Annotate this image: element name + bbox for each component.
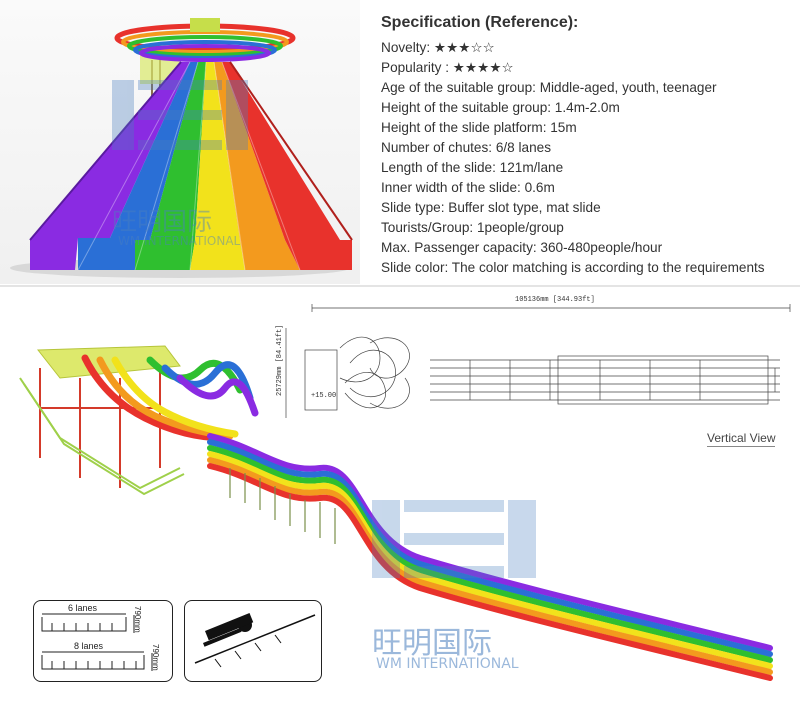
spec-line-popularity: Popularity : ★★★★☆ xyxy=(381,60,514,75)
watermark-brand-en: WM INTERNATIONAL xyxy=(118,234,241,248)
top-slide-render: 旺明国际 WM INTERNATIONAL xyxy=(0,0,360,284)
spec-line-novelty: Novelty: ★★★☆☆ xyxy=(381,40,495,55)
watermark-brand-en-bottom: WM INTERNATIONAL xyxy=(376,656,519,672)
rainbow-slide-side-image xyxy=(19,304,791,681)
bottom-slide-render: 105136mm [344.93ft] 25729mm [84.41ft] +1… xyxy=(0,288,800,704)
platform-level-label: +15.00 xyxy=(311,392,337,400)
spec-line-inner-width: Inner width of the slide: 0.6m xyxy=(381,180,555,195)
vertical-view-label: Vertical View xyxy=(707,431,776,447)
watermark-brand-cn-bottom: 旺明国际 xyxy=(372,626,492,661)
spec-line-length: Length of the slide: 121m/lane xyxy=(381,160,564,175)
spec-line-capacity: Max. Passenger capacity: 360-480people/h… xyxy=(381,240,663,255)
lanes-cross-section xyxy=(41,613,153,671)
rainbow-slide-front-image xyxy=(10,18,353,278)
height-label-six: 790mm xyxy=(133,606,142,633)
eight-lanes-label: 8 lanes xyxy=(74,641,104,651)
spec-line-color: Slide color: The color matching is accor… xyxy=(381,260,765,275)
spec-line-tourists: Tourists/Group: 1people/group xyxy=(381,220,564,235)
spec-line-slide-type: Slide type: Buffer slot type, mat slide xyxy=(381,200,601,215)
overall-width-label: 25729mm [84.41ft] xyxy=(276,324,284,396)
watermark-brand-cn: 旺明国际 xyxy=(112,207,213,236)
spec-line-height-group: Height of the suitable group: 1.4m-2.0m xyxy=(381,100,620,115)
rider-pose-diagram xyxy=(184,600,322,682)
specification-panel: Specification (Reference): Novelty: ★★★☆… xyxy=(381,14,796,278)
spec-line-platform-height: Height of the slide platform: 15m xyxy=(381,120,577,135)
six-lanes-label: 6 lanes xyxy=(68,603,98,613)
lanes-diagram: 6 lanes 8 lanes 790mm 790mm xyxy=(33,600,173,682)
section-divider xyxy=(0,285,800,287)
spec-title: Specification (Reference): xyxy=(381,14,579,31)
spec-line-chutes: Number of chutes: 6/8 lanes xyxy=(381,140,552,155)
mat-rider-icon xyxy=(194,613,316,668)
spec-line-age-group: Age of the suitable group: Middle-aged, … xyxy=(381,80,717,95)
overall-length-label: 105136mm [344.93ft] xyxy=(515,296,595,304)
height-label-eight: 790mm xyxy=(151,644,160,671)
